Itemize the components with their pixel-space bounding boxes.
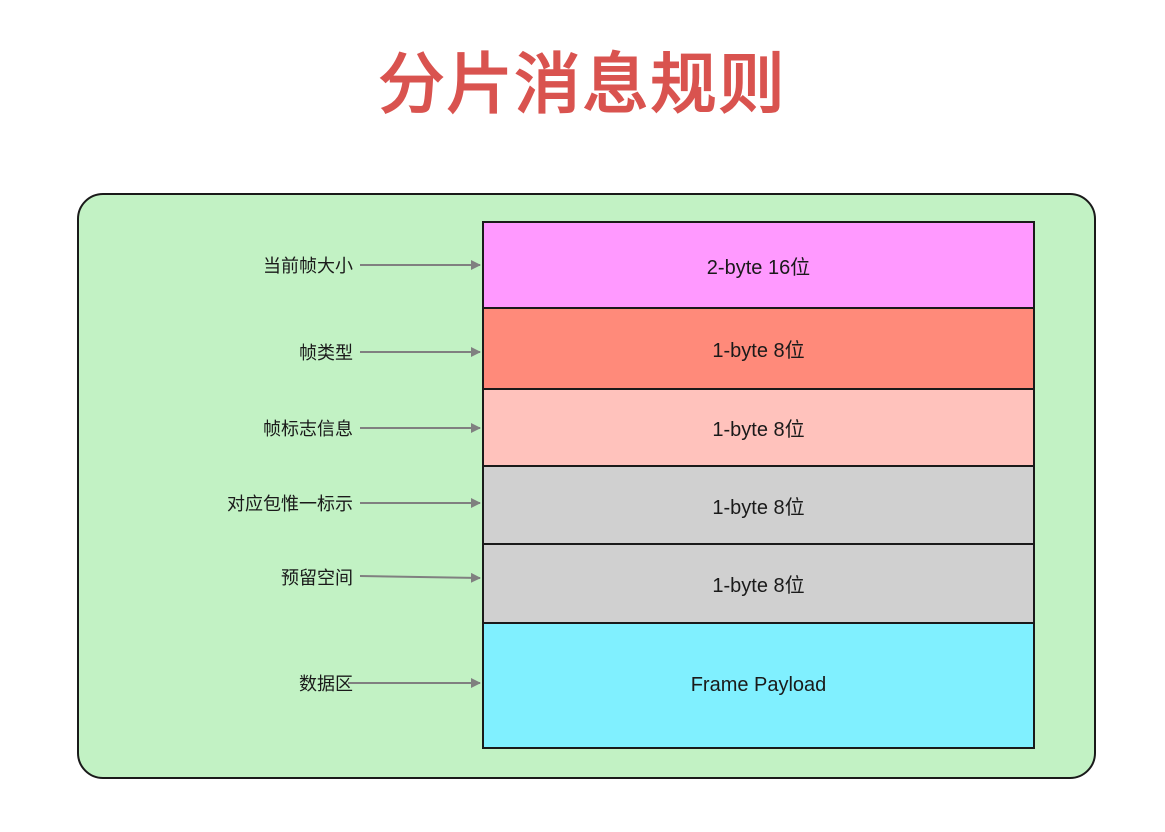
- frame-row-payload: Frame Payload: [482, 622, 1035, 749]
- frame-row-flags: 1-byte 8位: [482, 388, 1035, 467]
- frame-row-flags-content: 1-byte 8位: [712, 419, 805, 441]
- frame-row-type-content: 1-byte 8位: [712, 340, 805, 362]
- label-reserved: 预留空间: [281, 568, 353, 589]
- label-frame-type: 帧类型: [299, 343, 353, 364]
- frame-row-reserved: 1-byte 8位: [482, 543, 1035, 624]
- frame-row-id: 1-byte 8位: [482, 465, 1035, 545]
- frame-row-reserved-content: 1-byte 8位: [712, 575, 805, 597]
- frame-row-type: 1-byte 8位: [482, 307, 1035, 390]
- label-frame-flags: 帧标志信息: [263, 419, 353, 440]
- frame-row-size-content: 2-byte 16位: [706, 256, 811, 279]
- frame-row-id-content: 1-byte 8位: [712, 496, 805, 519]
- frame-row-payload-content: Frame Payload: [690, 674, 827, 696]
- label-frame-size: 当前帧大小: [263, 256, 353, 277]
- label-packet-id: 对应包惟一标示: [227, 494, 353, 515]
- frame-row-size: 2-byte 16位: [482, 221, 1035, 309]
- label-payload: 数据区: [299, 674, 353, 695]
- slide-title: 分片消息规则: [378, 46, 787, 123]
